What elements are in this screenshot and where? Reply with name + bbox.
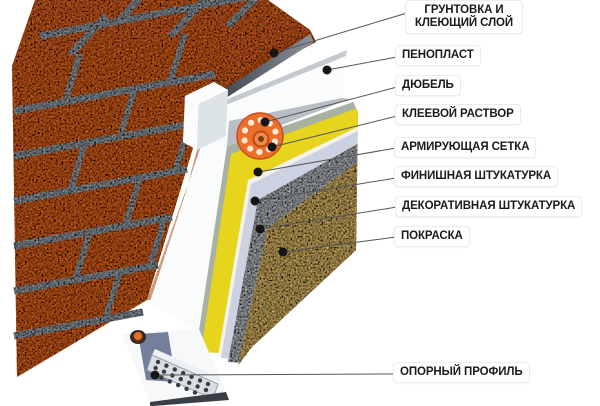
label-reinforcing-mesh: АРМИРУЮЩАЯ СЕТКА (395, 138, 536, 157)
label-paint: ПОКРАСКА (395, 227, 469, 246)
foam-block (183, 82, 228, 150)
foam-block-side (197, 90, 228, 150)
label-glue-mortar: КЛЕЕВОЙ РАСТВОР (396, 105, 520, 124)
callout-line-dowel (264, 86, 398, 123)
brick-wall (12, 0, 316, 377)
label-support-profile: ОПОРНЫЙ ПРОФИЛЬ (394, 363, 529, 382)
dowel (236, 112, 284, 160)
callout-dot-decorative (255, 224, 265, 234)
callout-dot-dowel (260, 117, 270, 127)
callout-line-mesh (257, 147, 397, 173)
foam-top-edge (218, 50, 347, 110)
callout-line-decorative (259, 206, 398, 230)
support-profile (122, 329, 229, 406)
label-foam: ПЕНОПЛАСТ (396, 46, 480, 65)
callout-dot-glue (267, 142, 277, 152)
dowel-pin-hole (258, 136, 264, 142)
dowel-plate-holes (241, 116, 279, 156)
callout-lines (157, 12, 408, 376)
label-finish-plaster: ФИНИШНАЯ ШТУКАТУРКА (395, 167, 558, 186)
brick-wall-front-face (12, 26, 230, 377)
anchor-dowel-cap (134, 332, 142, 340)
callout-dot-foam (322, 65, 332, 75)
foam-panel (219, 56, 346, 121)
callout-line-finish (254, 177, 397, 202)
callout-dot-paint (278, 247, 288, 257)
callout-line-primer (273, 12, 408, 54)
foam-column (150, 94, 230, 332)
callout-line-paint (282, 236, 397, 253)
primer-adhesive-layer (214, 34, 314, 103)
callout-dot-primer (269, 48, 279, 58)
callout-line-foam (326, 56, 398, 71)
profile-bottom-lip (150, 392, 229, 406)
callout-dot-profile (150, 370, 160, 380)
callout-dot-finish (250, 196, 260, 206)
paint-layer (238, 140, 358, 376)
callout-dots (150, 48, 332, 380)
label-primer-adhesive: ГРУНТОВКА И КЛЕЮЩИЙ СЛОЙ (406, 1, 522, 33)
callout-dot-mesh (253, 167, 263, 177)
callout-line-glue (271, 115, 398, 148)
label-dowel: ДЮБЕЛЬ (396, 76, 460, 95)
label-decorative-plaster: ДЕКОРАТИВНАЯ ШТУКАТУРКА (396, 197, 582, 216)
callout-line-profile (157, 373, 396, 376)
